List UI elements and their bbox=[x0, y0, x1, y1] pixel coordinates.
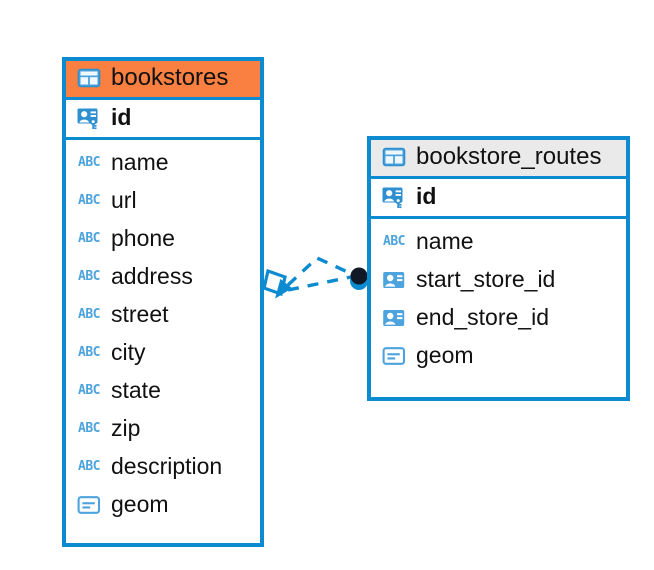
text-type-icon: ABC bbox=[78, 231, 100, 247]
field-list-bookstores: ABC name ABC url ABC phone ABC address A… bbox=[66, 140, 260, 543]
field-label: name bbox=[416, 228, 474, 255]
primary-key-row-bookstores[interactable]: id bbox=[66, 100, 260, 140]
field-label: street bbox=[111, 301, 169, 328]
geometry-type-icon bbox=[77, 496, 101, 514]
table-icon bbox=[382, 148, 406, 167]
field-label: geom bbox=[111, 491, 169, 518]
field-row[interactable]: ABC street bbox=[76, 296, 250, 334]
field-row[interactable]: ABC description bbox=[76, 448, 250, 486]
field-row[interactable]: ABC city bbox=[76, 334, 250, 372]
relationship-line-upper bbox=[286, 255, 353, 287]
field-list-bookstore-routes: ABC name start_store_id bbox=[371, 219, 626, 397]
primary-key-row-bookstore-routes[interactable]: id bbox=[371, 179, 626, 219]
field-label: city bbox=[111, 339, 146, 366]
field-label: name bbox=[111, 149, 169, 176]
foreign-key-icon bbox=[383, 309, 405, 326]
primary-key-label: id bbox=[111, 104, 132, 131]
table-icon bbox=[77, 69, 101, 88]
text-type-icon: ABC bbox=[78, 459, 100, 475]
field-row[interactable]: ABC zip bbox=[76, 410, 250, 448]
field-row[interactable]: ABC address bbox=[76, 258, 250, 296]
field-label: state bbox=[111, 377, 161, 404]
entity-bookstores[interactable]: bookstores id ABC name bbox=[62, 57, 264, 547]
text-type-icon: ABC bbox=[78, 421, 100, 437]
field-row[interactable]: end_store_id bbox=[381, 299, 616, 337]
filled-circle-marker bbox=[350, 267, 368, 290]
entity-bookstore-routes[interactable]: bookstore_routes id ABC name bbox=[367, 136, 630, 401]
field-label: zip bbox=[111, 415, 141, 442]
field-row[interactable]: ABC phone bbox=[76, 220, 250, 258]
field-label: phone bbox=[111, 225, 175, 252]
field-label: end_store_id bbox=[416, 304, 549, 331]
entity-header-bookstore-routes[interactable]: bookstore_routes bbox=[371, 140, 626, 179]
field-label: url bbox=[111, 187, 137, 214]
field-row[interactable]: geom bbox=[381, 337, 616, 375]
field-row[interactable]: start_store_id bbox=[381, 261, 616, 299]
text-type-icon: ABC bbox=[78, 383, 100, 399]
field-row[interactable]: ABC url bbox=[76, 182, 250, 220]
primary-key-label: id bbox=[416, 183, 437, 210]
entity-title: bookstore_routes bbox=[416, 143, 602, 170]
text-type-icon: ABC bbox=[78, 345, 100, 361]
field-label: description bbox=[111, 453, 223, 480]
field-row[interactable]: geom bbox=[76, 486, 250, 524]
field-label: geom bbox=[416, 342, 474, 369]
text-type-icon: ABC bbox=[383, 234, 405, 250]
entity-header-bookstores[interactable]: bookstores bbox=[66, 61, 260, 100]
geometry-type-icon bbox=[382, 347, 406, 365]
entity-title: bookstores bbox=[111, 64, 229, 91]
text-type-icon: ABC bbox=[78, 269, 100, 285]
text-type-icon: ABC bbox=[78, 193, 100, 209]
field-row[interactable]: ABC state bbox=[76, 372, 250, 410]
field-label: address bbox=[111, 263, 193, 290]
field-label: start_store_id bbox=[416, 266, 556, 293]
text-type-icon: ABC bbox=[78, 307, 100, 323]
field-row[interactable]: ABC name bbox=[381, 223, 616, 261]
field-row[interactable]: ABC name bbox=[76, 144, 250, 182]
foreign-key-icon bbox=[383, 271, 405, 288]
primary-key-icon bbox=[77, 108, 98, 129]
text-type-icon: ABC bbox=[78, 155, 100, 171]
diamond-marker bbox=[262, 268, 293, 299]
primary-key-icon bbox=[382, 187, 403, 208]
relationship-line-lower bbox=[287, 275, 352, 292]
